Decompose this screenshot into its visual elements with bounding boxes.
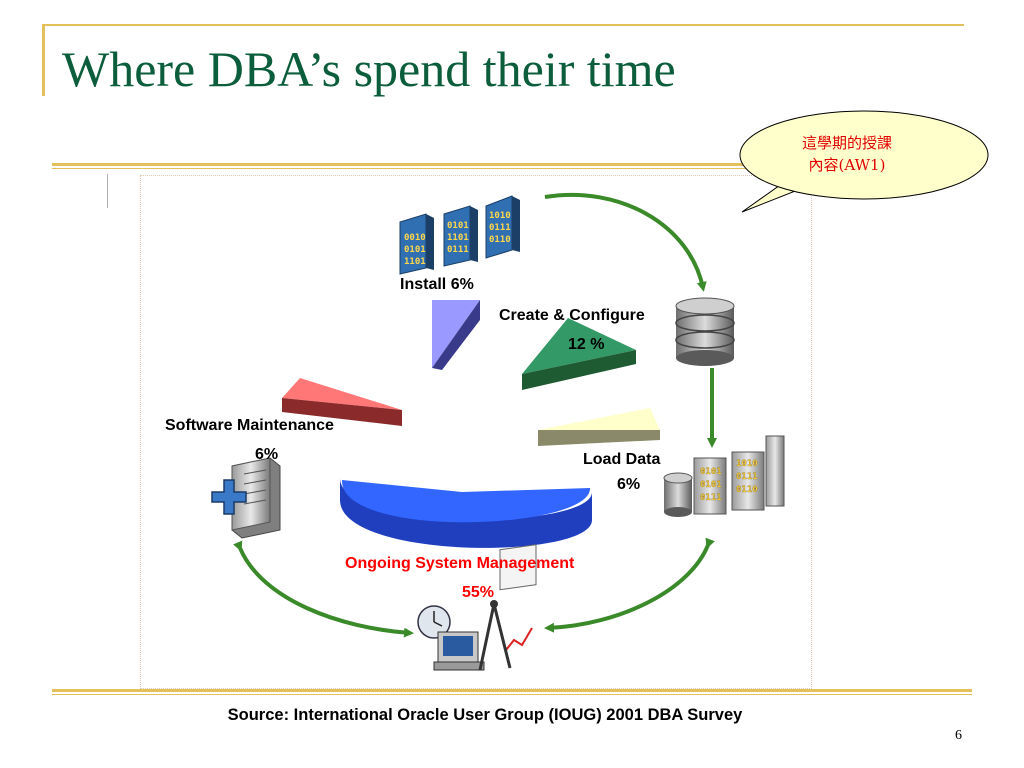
- callout-line-2: 內容(AW1): [808, 156, 886, 174]
- label-install-name: Install: [400, 276, 447, 293]
- svg-text:1010: 1010: [736, 459, 758, 469]
- label-ongoing-value: 55%: [462, 584, 495, 601]
- label-install-value: 6%: [450, 276, 474, 293]
- label-load-data-name: Load Data: [583, 451, 661, 468]
- svg-text:0111: 0111: [736, 472, 758, 482]
- diagram-frame: [140, 175, 812, 689]
- svg-text:0110: 0110: [489, 235, 511, 245]
- svg-text:0111: 0111: [447, 245, 469, 255]
- slice-software-maintenance: [282, 378, 402, 426]
- page-number: 6: [955, 728, 962, 743]
- arrow-install-to-create: [544, 192, 707, 292]
- server-plus-icon: [211, 457, 281, 539]
- callout-line-1: 這學期的授課: [801, 134, 892, 152]
- svg-text:0101: 0101: [404, 245, 426, 255]
- source-citation: Source: International Oracle User Group …: [227, 706, 743, 724]
- slice-ongoing-management: [340, 478, 592, 548]
- database-cylinder-icon: [675, 297, 735, 366]
- slice-load-data: [538, 408, 660, 446]
- bottom-rule-thin: [52, 694, 972, 695]
- arrow-load-to-ongoing: [544, 537, 715, 633]
- svg-text:0101: 0101: [700, 480, 722, 490]
- mid-rule-thin: [52, 168, 752, 169]
- label-software-maint-name: Software Maintenance: [165, 417, 334, 434]
- top-rule: [42, 24, 964, 26]
- svg-text:1010: 1010: [489, 211, 511, 221]
- label-ongoing-name: Ongoing System Management: [345, 555, 575, 572]
- svg-text:1101: 1101: [447, 233, 469, 243]
- svg-text:1101: 1101: [404, 257, 426, 267]
- label-create-configure-value: 12 %: [568, 336, 605, 353]
- svg-text:0110: 0110: [736, 485, 758, 495]
- callout-bubble: [739, 110, 989, 213]
- label-load-data-value: 6%: [617, 476, 641, 493]
- mid-rule: [52, 163, 752, 166]
- svg-text:0010: 0010: [404, 233, 426, 243]
- left-vertical-mark: [107, 174, 108, 208]
- svg-text:0101: 0101: [447, 221, 469, 231]
- label-software-maint-value: 6%: [255, 446, 279, 463]
- computer-clock-chart-tools-icon: [417, 544, 537, 671]
- svg-text:0101: 0101: [700, 467, 722, 477]
- database-servers-icon: 0101 0101 0111 1010 0111 0110: [663, 435, 785, 517]
- label-create-configure-name: Create & Configure: [499, 307, 645, 324]
- binary-data-blocks-icon: 0010 0101 1101 0101 1101 0111 1010 0111 …: [399, 195, 520, 275]
- bottom-rule: [52, 689, 972, 692]
- title-left-bar: [42, 24, 45, 96]
- arrow-software-to-ongoing: [233, 540, 414, 638]
- svg-text:0111: 0111: [700, 493, 722, 503]
- slice-install: [432, 300, 480, 370]
- callout-text: 這學期的授課 內容(AW1): [772, 132, 922, 176]
- slice-create-configure: [522, 318, 636, 390]
- slide-title: Where DBA’s spend their time: [62, 41, 676, 97]
- label-install: Install 6%: [400, 276, 474, 294]
- svg-text:0111: 0111: [489, 223, 511, 233]
